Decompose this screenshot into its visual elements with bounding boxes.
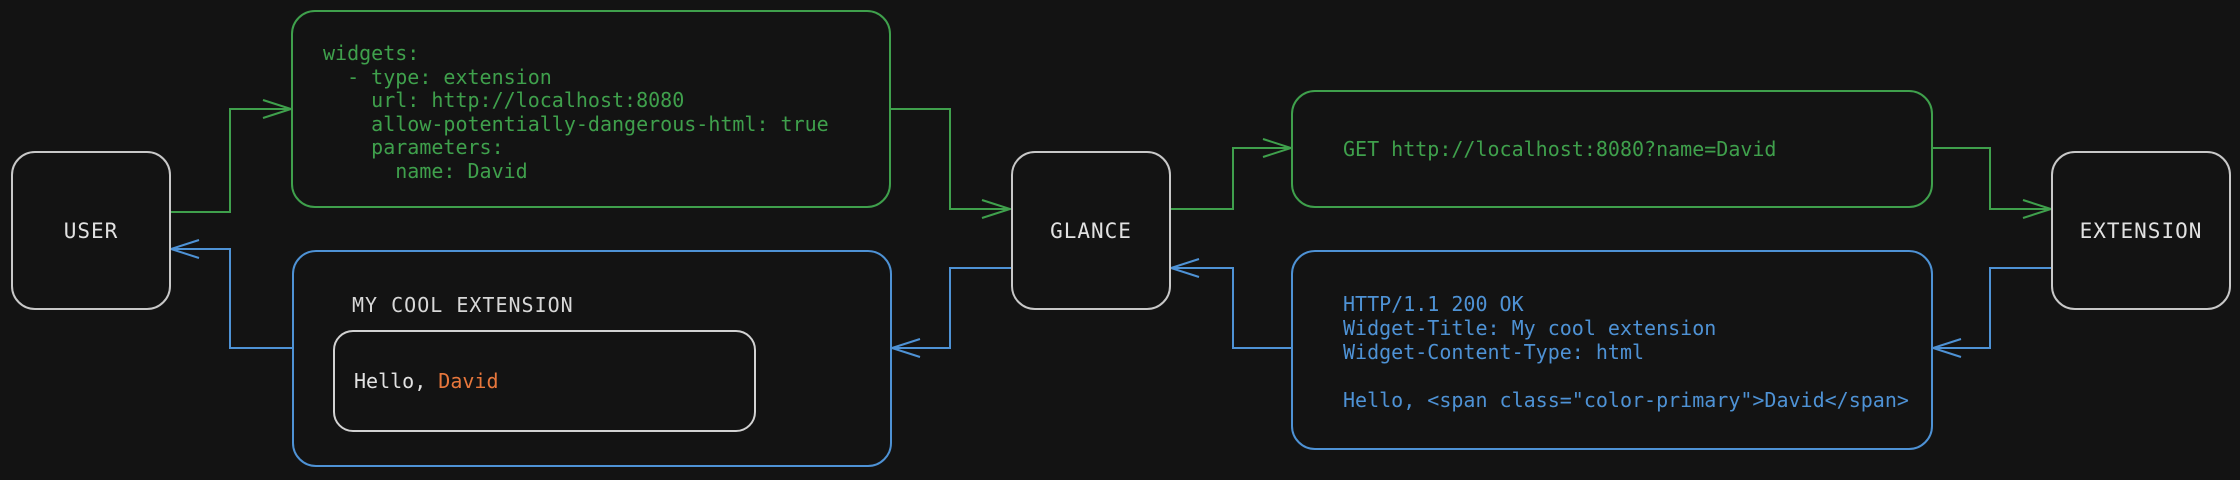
widget-content-box: Hello, David: [333, 330, 756, 432]
config-yaml-code: widgets: - type: extension url: http://l…: [323, 41, 829, 183]
node-extension-label: EXTENSION: [2079, 218, 2203, 243]
node-glance-label: GLANCE: [1050, 218, 1132, 243]
http-response-code: HTTP/1.1 200 OK Widget-Title: My cool ex…: [1343, 292, 1909, 412]
arrow-user-to-config: [171, 99, 295, 213]
config-yaml-box: widgets: - type: extension url: http://l…: [291, 10, 891, 208]
arrow-request-to-extension: [1933, 147, 2055, 219]
node-user-label: USER: [63, 218, 119, 243]
widget-greeting: Hello, David: [354, 369, 499, 393]
node-extension: EXTENSION: [2051, 151, 2231, 310]
http-request-box: GET http://localhost:8080?name=David: [1291, 90, 1933, 208]
rendered-widget-box: MY COOL EXTENSION Hello, David: [292, 250, 892, 467]
widget-title: MY COOL EXTENSION: [352, 293, 574, 317]
node-user: USER: [11, 151, 171, 310]
arrow-widget-to-user: [167, 239, 292, 349]
arrow-glance-to-widget: [888, 267, 1011, 358]
http-response-box: HTTP/1.1 200 OK Widget-Title: My cool ex…: [1291, 250, 1933, 450]
arrow-config-to-glance: [891, 108, 1014, 219]
greeting-name: David: [438, 369, 499, 393]
arrow-glance-to-request: [1171, 138, 1295, 210]
http-request-code: GET http://localhost:8080?name=David: [1343, 137, 1777, 161]
arrow-response-to-glance: [1167, 258, 1291, 349]
node-glance: GLANCE: [1011, 151, 1171, 310]
arrow-extension-to-response: [1929, 267, 2051, 358]
greeting-prefix: Hello,: [354, 369, 439, 393]
